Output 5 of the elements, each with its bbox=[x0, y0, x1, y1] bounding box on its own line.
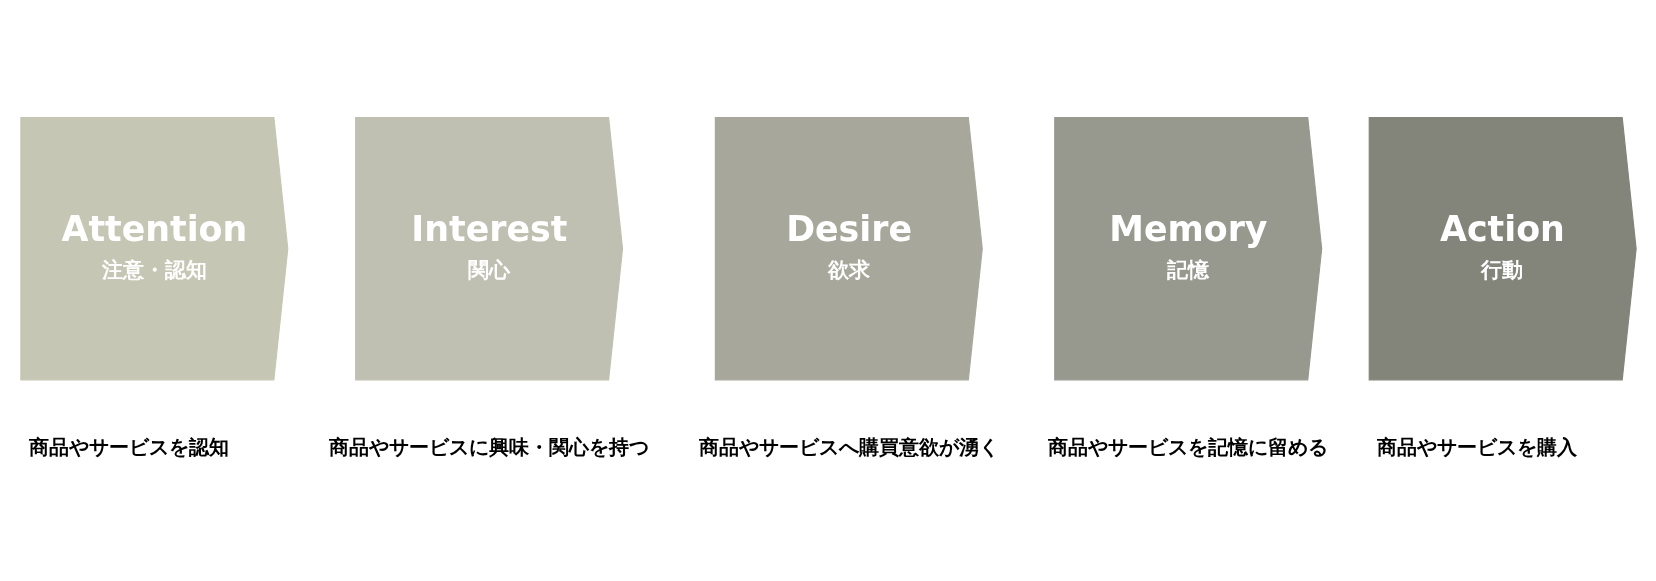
node-label: 商品やサービスに興味・関心を持つ bbox=[328, 435, 649, 459]
node-label: 商品やサービスを記憶に留める bbox=[1047, 435, 1328, 459]
node-label: 商品やサービスを認知 bbox=[28, 435, 229, 459]
node-label: 商品やサービスを購入 bbox=[1376, 435, 1577, 459]
node-label: 商品やサービスへ購買意欲が湧く bbox=[698, 435, 999, 459]
